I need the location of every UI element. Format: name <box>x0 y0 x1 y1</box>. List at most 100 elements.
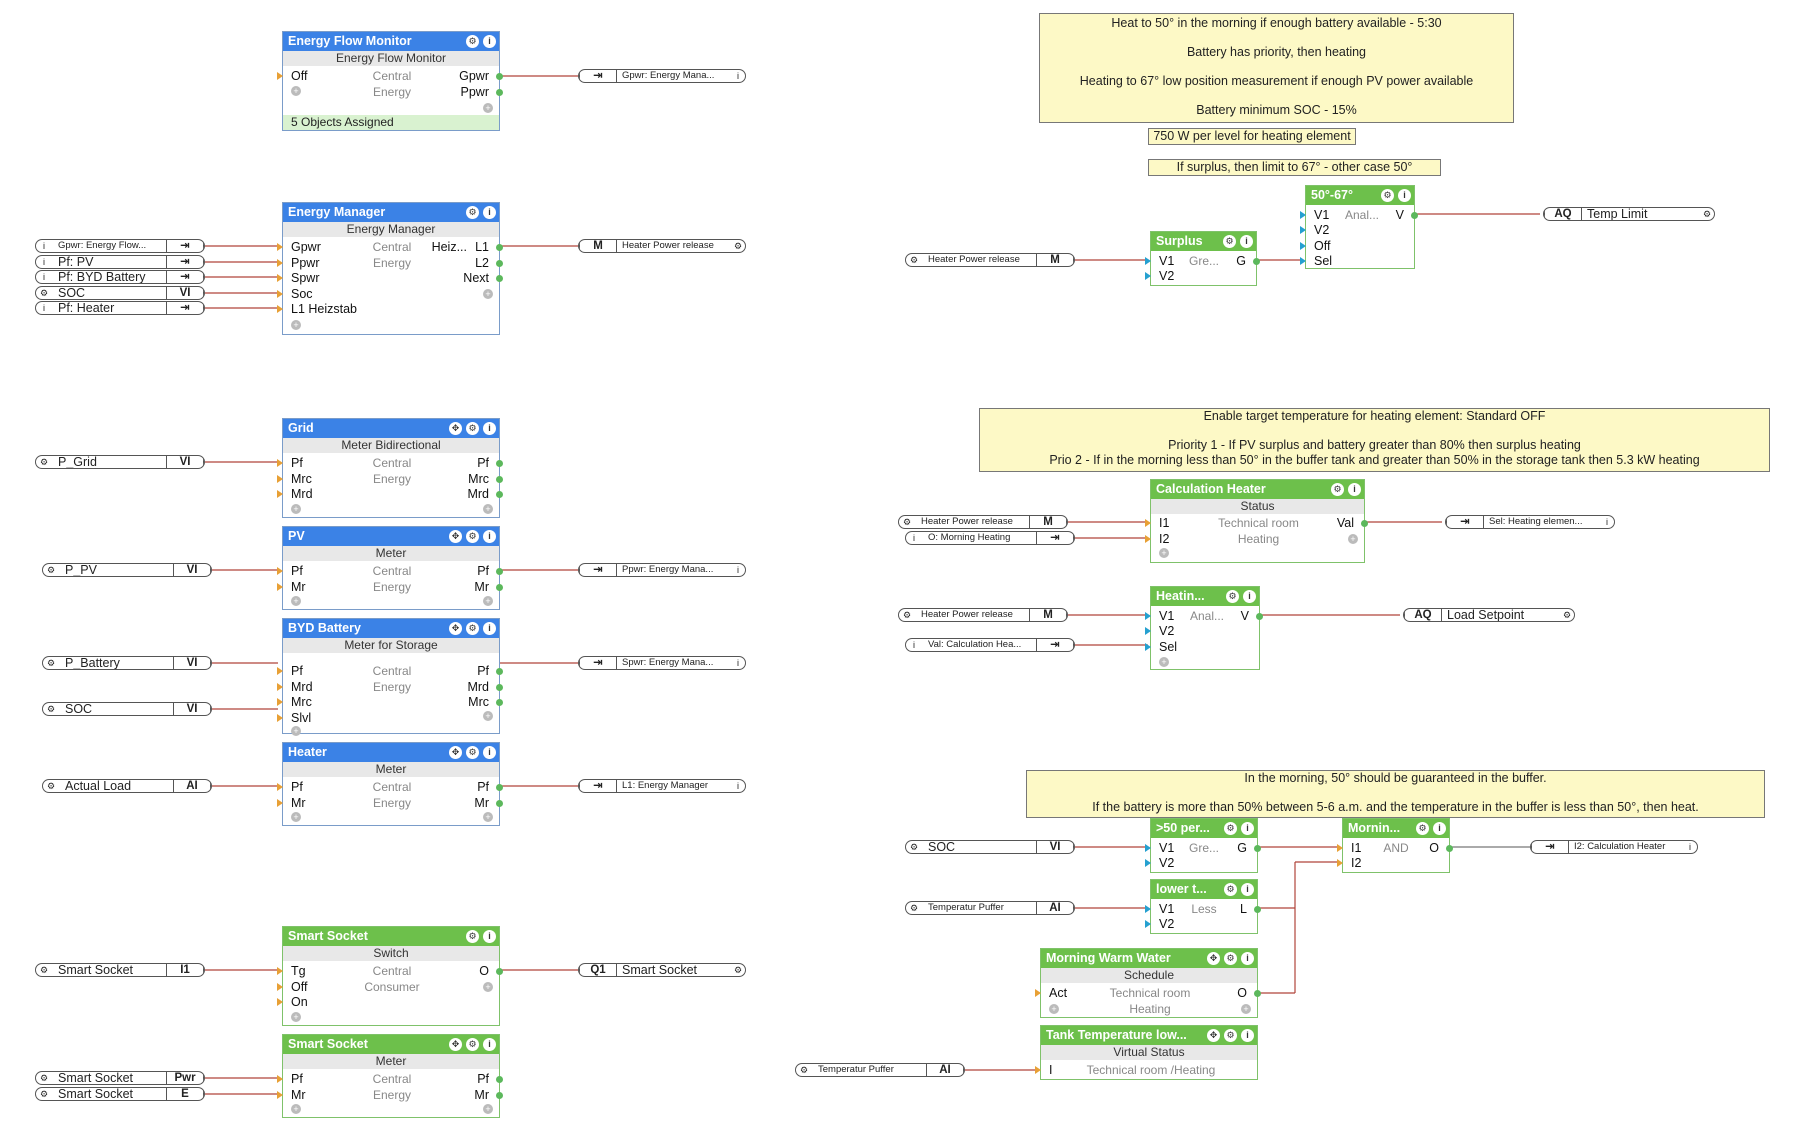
move-icon[interactable]: ✥ <box>449 530 462 543</box>
output-pin[interactable] <box>1446 845 1453 852</box>
info-icon[interactable]: i <box>737 781 739 791</box>
ref-soc-battery[interactable]: ⚙ SOC VI <box>42 702 212 716</box>
ref-pf-byd-battery[interactable]: i Pf: BYD Battery ⇥ <box>35 270 205 284</box>
input-pin[interactable] <box>277 475 283 483</box>
info-icon[interactable]: i <box>1243 590 1256 603</box>
add-input-icon[interactable]: + <box>291 1012 301 1022</box>
output-pin[interactable] <box>1254 990 1261 997</box>
input-pin[interactable] <box>277 583 283 591</box>
settings-icon[interactable]: ⚙ <box>466 35 479 48</box>
ref-gpwr-energy-manager[interactable]: ⇥ Gpwr: Energy Mana... i <box>578 69 746 83</box>
info-icon[interactable]: i <box>483 622 496 635</box>
settings-icon[interactable]: ⚙ <box>1224 822 1237 835</box>
output-pin[interactable] <box>496 476 503 483</box>
gear-icon[interactable]: ⚙ <box>733 965 743 975</box>
info-icon[interactable]: i <box>1348 483 1361 496</box>
ref-smart-socket-in[interactable]: ⚙ Smart Socket I1 <box>35 963 205 977</box>
block-header[interactable]: Heater ✥⚙i <box>283 743 499 762</box>
input-pin[interactable] <box>277 983 283 991</box>
ref-p-battery[interactable]: ⚙ P_Battery VI <box>42 656 212 670</box>
info-icon[interactable]: i <box>1689 842 1691 852</box>
ref-pf-pv[interactable]: i Pf: PV ⇥ <box>35 255 205 269</box>
ref-val-calculation-heater[interactable]: i Val: Calculation Hea... ⇥ <box>905 638 1075 652</box>
move-icon[interactable]: ✥ <box>449 622 462 635</box>
ref-ppwr-energy-manager[interactable]: ⇥ Ppwr: Energy Mana... i <box>578 563 746 577</box>
block-surplus[interactable]: Surplus ⚙i V1 V2 Gre... G <box>1145 231 1260 286</box>
add-input-icon[interactable]: + <box>291 726 301 736</box>
info-icon[interactable]: i <box>43 241 45 251</box>
input-pin[interactable] <box>1337 844 1343 852</box>
input-pin[interactable] <box>1300 211 1306 219</box>
add-output-icon[interactable]: + <box>483 103 493 113</box>
info-icon[interactable]: i <box>737 71 739 81</box>
ref-load-setpoint[interactable]: AQ Load Setpoint ⚙ <box>1403 608 1575 622</box>
settings-icon[interactable]: ⚙ <box>466 1038 479 1051</box>
gear-icon[interactable]: ⚙ <box>909 842 919 852</box>
block-header[interactable]: Morning Warm Water ✥⚙i <box>1041 949 1257 968</box>
info-icon[interactable]: i <box>43 272 45 282</box>
output-pin[interactable] <box>496 491 503 498</box>
ref-smart-socket-out[interactable]: Q1 Smart Socket ⚙ <box>578 963 746 977</box>
ref-heater-power-release-calc[interactable]: ⚙ Heater Power release M <box>898 515 1068 529</box>
input-pin[interactable] <box>277 567 283 575</box>
output-pin[interactable] <box>496 460 503 467</box>
input-pin[interactable] <box>1145 535 1151 543</box>
block-energy-manager[interactable]: Energy Manager ⚙i Energy Manager Gpwr Pp… <box>277 202 503 335</box>
gear-icon[interactable]: ⚙ <box>1562 610 1572 620</box>
block-header[interactable]: Surplus ⚙i <box>1151 232 1256 251</box>
block-lower-temperature[interactable]: lower t... ⚙i V1 V2 Less L <box>1145 879 1261 934</box>
add-output-icon[interactable]: + <box>1241 1004 1251 1014</box>
add-input-icon[interactable]: + <box>291 86 301 96</box>
output-pin[interactable] <box>1361 520 1368 527</box>
output-pin[interactable] <box>496 1092 503 1099</box>
ref-soc[interactable]: ⚙ SOC VI <box>35 286 205 300</box>
block-morning-and[interactable]: Mornin... ⚙i I1 I2 AND O <box>1337 818 1453 873</box>
settings-icon[interactable]: ⚙ <box>466 530 479 543</box>
add-input-icon[interactable]: + <box>1159 548 1169 558</box>
settings-icon[interactable]: ⚙ <box>1226 590 1239 603</box>
gear-icon[interactable]: ⚙ <box>902 517 912 527</box>
input-pin[interactable] <box>277 290 283 298</box>
output-pin[interactable] <box>1254 906 1261 913</box>
output-pin[interactable] <box>496 244 503 251</box>
output-pin[interactable] <box>1411 212 1418 219</box>
gear-icon[interactable]: ⚙ <box>902 610 912 620</box>
info-icon[interactable]: i <box>483 746 496 759</box>
input-pin[interactable] <box>277 1075 283 1083</box>
block-heater[interactable]: Heater ✥⚙i Meter Pf Mr + Central Energy … <box>277 742 503 826</box>
info-icon[interactable]: i <box>483 422 496 435</box>
settings-icon[interactable]: ⚙ <box>1381 189 1394 202</box>
ref-p-pv[interactable]: ⚙ P_PV VI <box>42 563 212 577</box>
input-pin[interactable] <box>277 274 283 282</box>
gear-icon[interactable]: ⚙ <box>46 781 56 791</box>
block-header[interactable]: Tank Temperature low... ✥⚙i <box>1041 1026 1257 1045</box>
add-input-icon[interactable]: + <box>291 1104 301 1114</box>
ref-smart-socket-pwr[interactable]: ⚙ Smart Socket Pwr <box>35 1071 205 1085</box>
input-pin[interactable] <box>277 698 283 706</box>
add-output-icon[interactable]: + <box>483 596 493 606</box>
add-input-icon[interactable]: + <box>291 596 301 606</box>
block-header[interactable]: Energy Manager ⚙i <box>283 203 499 222</box>
info-icon[interactable]: i <box>483 35 496 48</box>
input-pin[interactable] <box>277 967 283 975</box>
add-output-icon[interactable]: + <box>483 711 493 721</box>
add-output-icon[interactable]: + <box>483 1104 493 1114</box>
gear-icon[interactable]: ⚙ <box>733 241 743 251</box>
input-pin[interactable] <box>1145 272 1151 280</box>
ref-l1-energy-manager[interactable]: ⇥ L1: Energy Manager i <box>578 779 746 793</box>
input-pin[interactable] <box>1145 905 1151 913</box>
output-pin[interactable] <box>496 684 503 691</box>
output-pin[interactable] <box>496 89 503 96</box>
info-icon[interactable]: i <box>483 530 496 543</box>
output-pin[interactable] <box>496 1076 503 1083</box>
ref-actual-load[interactable]: ⚙ Actual Load AI <box>42 779 212 793</box>
settings-icon[interactable]: ⚙ <box>1223 235 1236 248</box>
settings-icon[interactable]: ⚙ <box>466 622 479 635</box>
input-pin[interactable] <box>277 259 283 267</box>
info-icon[interactable]: i <box>1241 952 1254 965</box>
settings-icon[interactable]: ⚙ <box>1416 822 1429 835</box>
block-grid[interactable]: Grid ✥⚙i Meter Bidirectional Pf Mrc Mrd … <box>277 418 503 518</box>
gear-icon[interactable]: ⚙ <box>46 658 56 668</box>
output-pin[interactable] <box>496 968 503 975</box>
info-icon[interactable]: i <box>1606 517 1608 527</box>
